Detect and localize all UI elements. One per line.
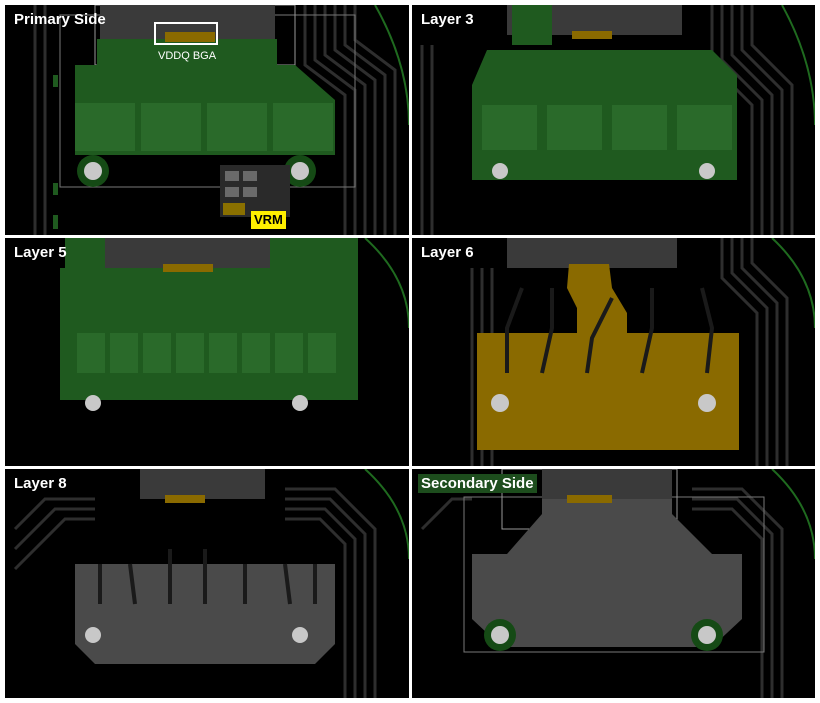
pcb-view-layer3	[420, 5, 815, 235]
vrm-label: VRM	[251, 211, 286, 229]
panel-label: Primary Side	[14, 11, 106, 28]
pcb-view-secondary	[420, 469, 815, 698]
pcb-view-primary	[33, 5, 409, 235]
panel-label: Layer 3	[421, 11, 474, 28]
panel-primary-side: Primary Side VDDQ BGA VRM	[5, 5, 409, 235]
pcb-view-layer5	[60, 238, 409, 411]
pcb-view-layer6	[470, 238, 815, 466]
vddq-bga-label: VDDQ BGA	[158, 50, 217, 62]
pcb-view-layer8	[13, 469, 409, 698]
panel-label: Layer 6	[421, 244, 474, 261]
panel-secondary-side: Secondary Side	[412, 469, 815, 698]
panel-label: Layer 5	[14, 244, 67, 261]
panel-label: Secondary Side	[418, 474, 537, 493]
panel-label: Layer 8	[14, 475, 67, 492]
panel-layer-6: Layer 6	[412, 238, 815, 466]
panel-layer-8: Layer 8	[5, 469, 409, 698]
panel-layer-3: Layer 3	[412, 5, 815, 235]
panel-layer-5: Layer 5	[5, 238, 409, 466]
